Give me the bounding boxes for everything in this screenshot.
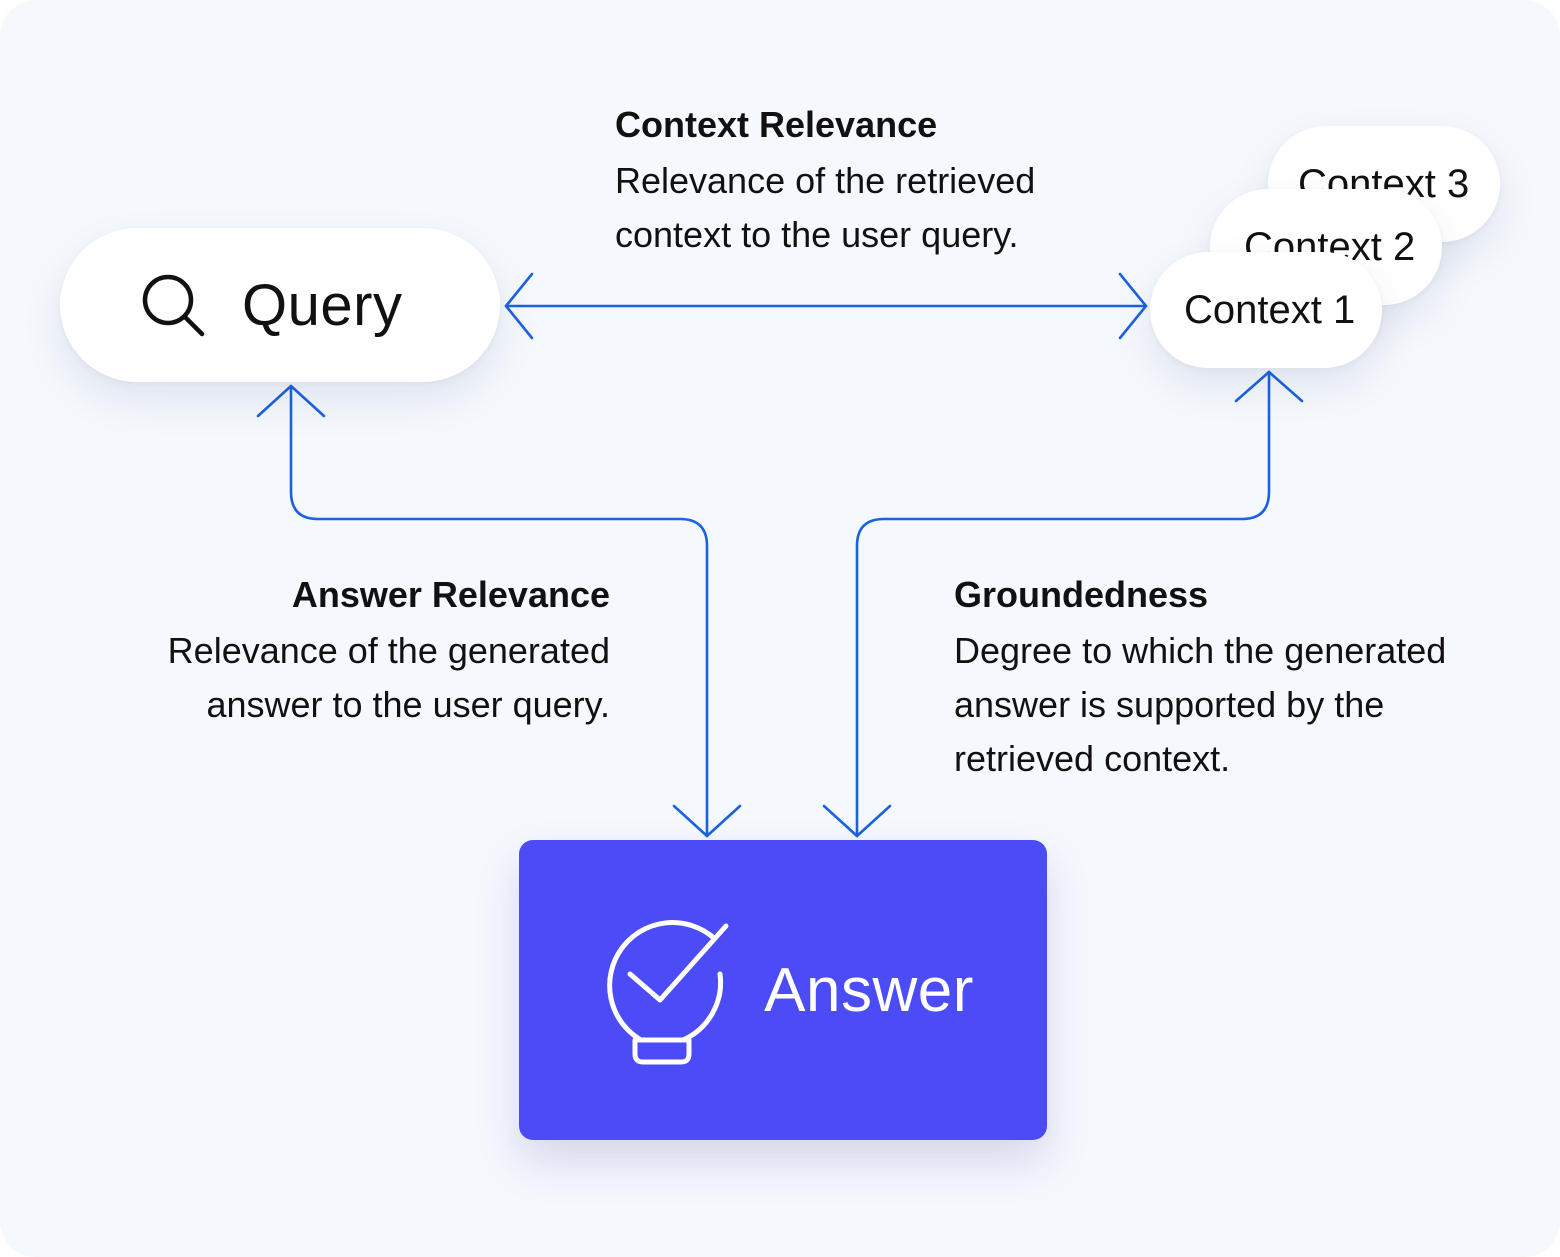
context-1-label: Context 1 bbox=[1184, 287, 1356, 332]
query-side-arrowhead bbox=[504, 272, 534, 340]
groundedness-title: Groundedness bbox=[954, 574, 1209, 615]
context-side-arrowhead bbox=[1118, 272, 1148, 340]
context-up-arrowhead bbox=[1234, 370, 1304, 403]
context-1-node: Context 1 bbox=[1150, 252, 1382, 368]
answer-relevance-description: Relevance of the generated answer to the… bbox=[167, 630, 610, 725]
answer-relevance-title: Answer Relevance bbox=[291, 574, 610, 615]
context-relevance-title: Context Relevance bbox=[615, 104, 938, 145]
answer-node: Answer bbox=[519, 840, 1047, 1140]
lightbulb-check-icon bbox=[592, 914, 732, 1066]
answer-right-arrowhead bbox=[822, 804, 892, 838]
answer-left-arrowhead bbox=[672, 804, 742, 838]
query-up-arrowhead bbox=[256, 384, 326, 418]
query-label: Query bbox=[242, 272, 403, 338]
answer-label: Answer bbox=[764, 955, 974, 1025]
search-icon bbox=[140, 272, 206, 338]
groundedness-description: Degree to which the generated answer is … bbox=[954, 630, 1447, 779]
context-relevance-label: Context Relevance Relevance of the retri… bbox=[615, 98, 1135, 262]
query-node: Query bbox=[60, 228, 500, 382]
answer-relevance-line bbox=[289, 384, 709, 838]
groundedness-label: Groundedness Degree to which the generat… bbox=[954, 568, 1514, 786]
context-relevance-description: Relevance of the retrieved context to th… bbox=[615, 160, 1036, 255]
answer-relevance-label: Answer Relevance Relevance of the genera… bbox=[110, 568, 610, 732]
groundedness-line bbox=[855, 370, 1271, 838]
